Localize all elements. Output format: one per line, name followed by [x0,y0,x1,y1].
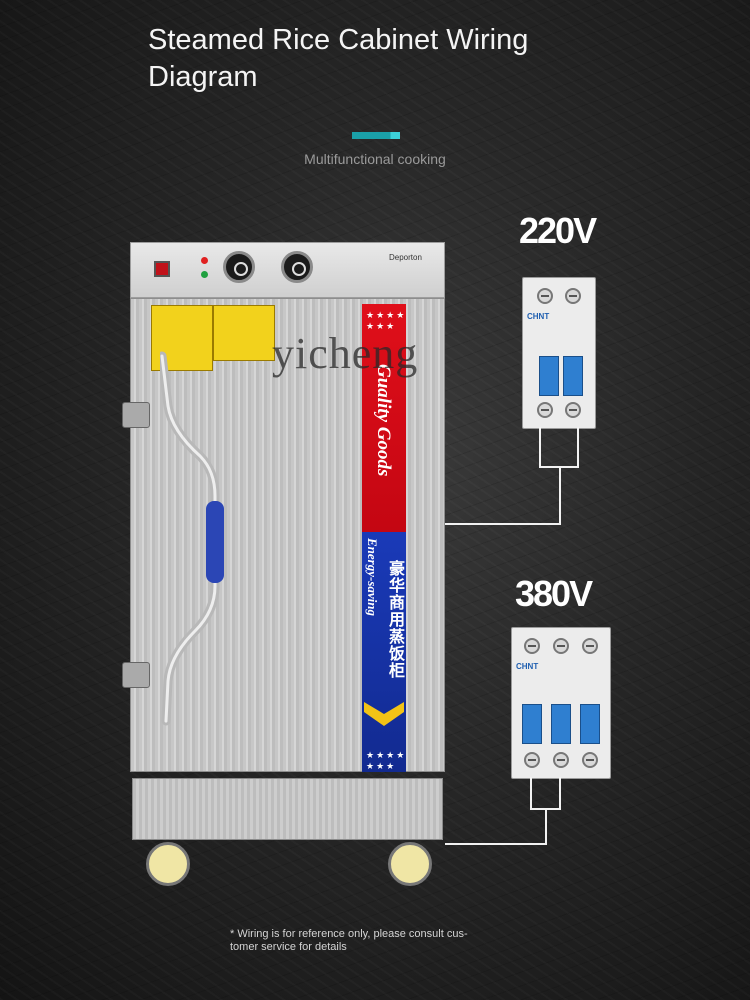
wire [445,843,547,845]
disclaimer-line-1: * Wiring is for reference only, please c… [230,928,468,940]
caution-label [213,305,275,361]
wire [559,466,561,524]
terminal-screw [582,752,598,768]
door-handle [160,351,224,726]
voltage-label-380: 380V [515,573,593,614]
breaker-lever [551,704,571,744]
breaker-brand-logo: CHNT [516,662,539,671]
page-subtitle: Multifunctional cooking [304,151,446,167]
terminal-screw [565,288,581,304]
door-hinge-bottom [122,662,150,688]
banner-red-section: ★★★★★★★ Guality Goods [362,304,406,532]
banner-energy-text: Energy-saving [365,538,380,616]
wire [577,427,579,467]
control-panel: Deporton [130,242,445,298]
terminal-screw [553,638,569,654]
banner-chinese-text: 豪华商用蒸饭柜 [386,560,403,679]
caster-wheel-right [388,842,432,886]
breaker-lever [539,356,559,396]
terminal-screw [553,752,569,768]
brand-logo: Deporton [389,253,422,262]
wire [559,777,561,809]
terminal-screw [524,638,540,654]
terminal-screw [582,638,598,654]
stars-top: ★★★★★★★ [366,310,407,331]
caster-wheel-left [146,842,190,886]
indicator-light-red [201,257,208,264]
breaker-380v: CHNT [511,627,611,779]
chevron-icon [364,702,404,726]
banner-quality-text: Guality Goods [373,364,394,477]
wiring-disclaimer: * Wiring is for reference only, please c… [230,928,530,954]
wire [445,523,561,525]
disclaimer-line-2: tomer service for details [230,941,347,953]
product-banner: ★★★★★★★ Guality Goods Energy-saving 豪华商用… [362,304,406,772]
banner-blue-section [362,532,406,772]
warning-label [151,305,213,371]
timer-dial [223,251,255,283]
breaker-220v: CHNT [522,277,596,429]
stars-bottom: ★★★★★★★ [366,750,407,771]
power-switch [154,261,170,277]
terminal-screw [537,402,553,418]
watermark: yicheng [272,329,419,378]
wire [530,777,532,809]
temperature-dial [281,251,313,283]
rice-steamer-cabinet: Deporton ★★★★★★★ Guality Goods Energy-sa… [122,242,445,886]
wire [539,427,541,467]
accent-divider [352,132,400,139]
terminal-screw [565,402,581,418]
door-hinge-top [122,402,150,428]
terminal-screw [524,752,540,768]
breaker-brand-logo: CHNT [527,312,550,321]
indicator-light-green [201,271,208,278]
breaker-lever [563,356,583,396]
terminal-screw [537,288,553,304]
voltage-label-220: 220V [519,210,597,251]
page-title: Steamed Rice Cabinet Wiring Diagram [148,24,529,93]
cabinet-base [132,778,443,840]
wire [545,808,547,844]
breaker-lever [580,704,600,744]
breaker-lever [522,704,542,744]
